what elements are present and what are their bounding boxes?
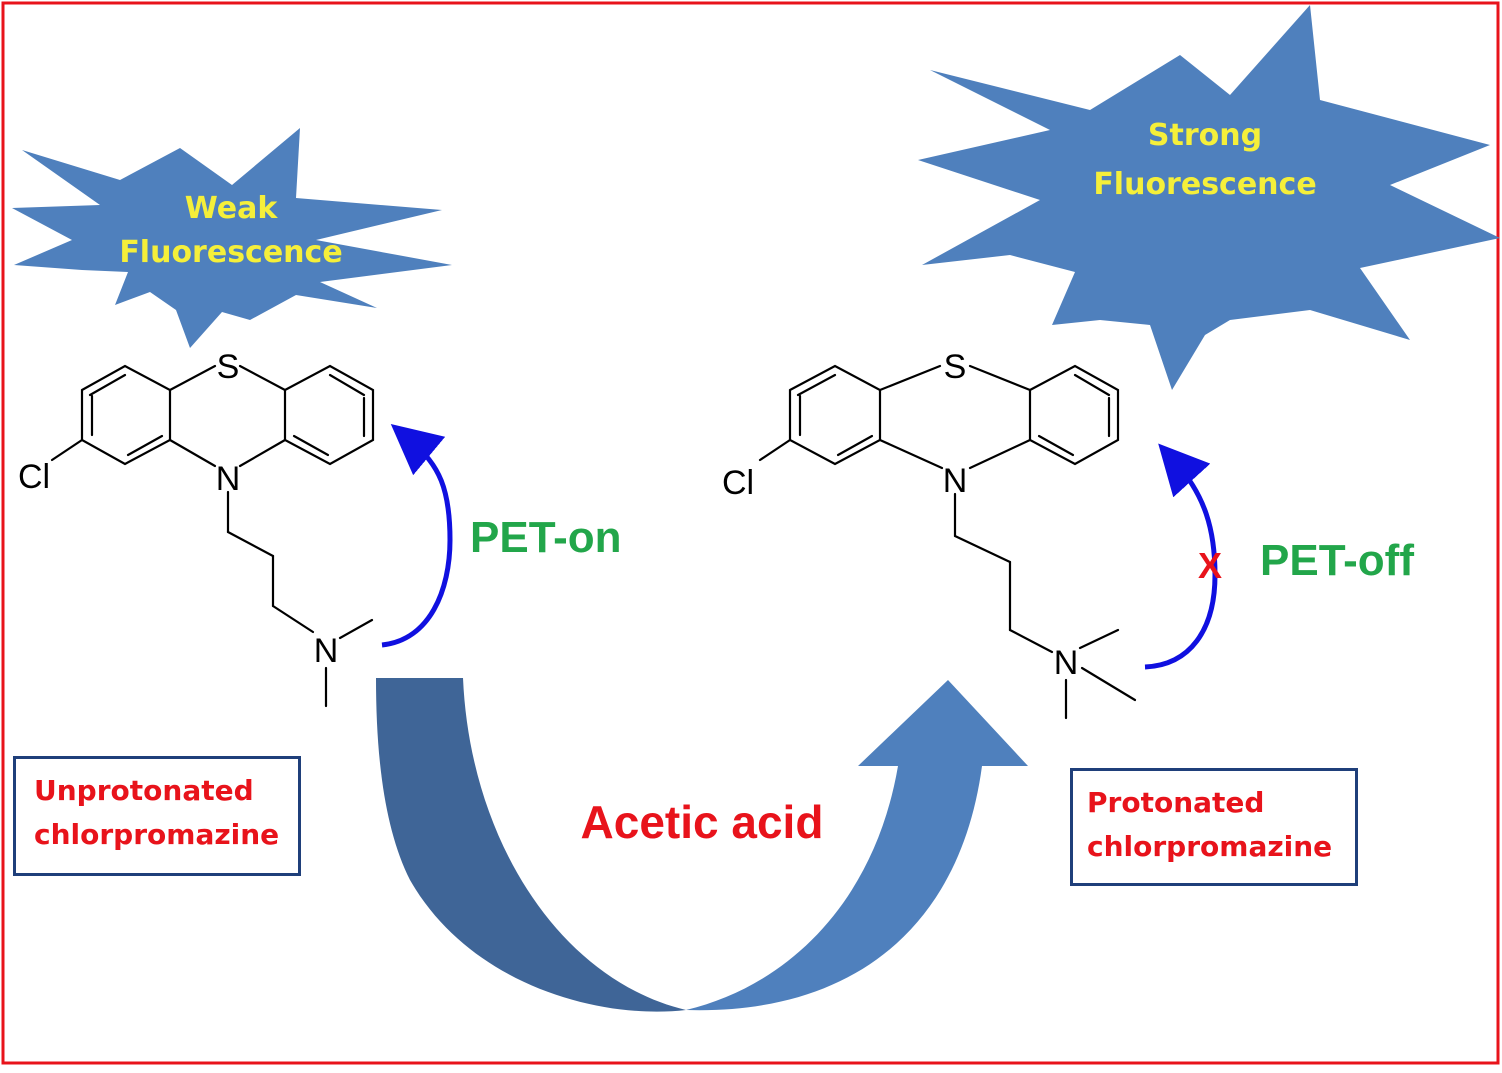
weak-label-line1: Weak	[185, 191, 279, 226]
unprotonated-label-box: Unprotonated chlorpromazine	[13, 756, 301, 876]
pet-off-arrow	[1144, 443, 1218, 670]
amine-nitrogen-right: N	[1054, 644, 1079, 682]
protonated-molecule: S N Cl N	[722, 348, 1137, 720]
unprotonated-molecule: S N Cl N	[18, 348, 375, 708]
strong-label-line1: Strong	[1148, 118, 1262, 153]
blocked-x-mark: X	[1198, 545, 1222, 586]
unprotonated-label-line2: chlorpromazine	[34, 818, 280, 851]
reaction-arrow-right-limb	[686, 680, 1028, 1011]
chlorine-atom-left: Cl	[18, 458, 50, 496]
nitrogen-atom-right: N	[943, 462, 968, 500]
protonated-label-line1: Protonated	[1087, 786, 1265, 819]
protonated-label-line2: chlorpromazine	[1087, 830, 1333, 863]
pet-off-label: PET-off	[1260, 536, 1414, 585]
chlorine-atom-right: Cl	[722, 464, 754, 502]
strong-label-line2: Fluorescence	[1093, 167, 1316, 202]
sulfur-atom-right: S	[944, 348, 967, 386]
reaction-condition-label: Acetic acid	[581, 796, 824, 848]
strong-fluorescence-burst	[918, 5, 1500, 390]
weak-fluorescence-burst	[12, 128, 452, 348]
protonated-label-box: Protonated chlorpromazine	[1070, 768, 1358, 886]
reaction-arrow-left-limb	[376, 678, 686, 1012]
weak-label-line2: Fluorescence	[119, 235, 342, 270]
pet-on-arrow	[381, 423, 453, 648]
pet-on-label: PET-on	[470, 513, 622, 562]
amine-nitrogen-left: N	[314, 632, 339, 670]
sulfur-atom-left: S	[217, 348, 240, 386]
unprotonated-label-line1: Unprotonated	[34, 774, 254, 807]
nitrogen-atom-left: N	[216, 460, 241, 498]
